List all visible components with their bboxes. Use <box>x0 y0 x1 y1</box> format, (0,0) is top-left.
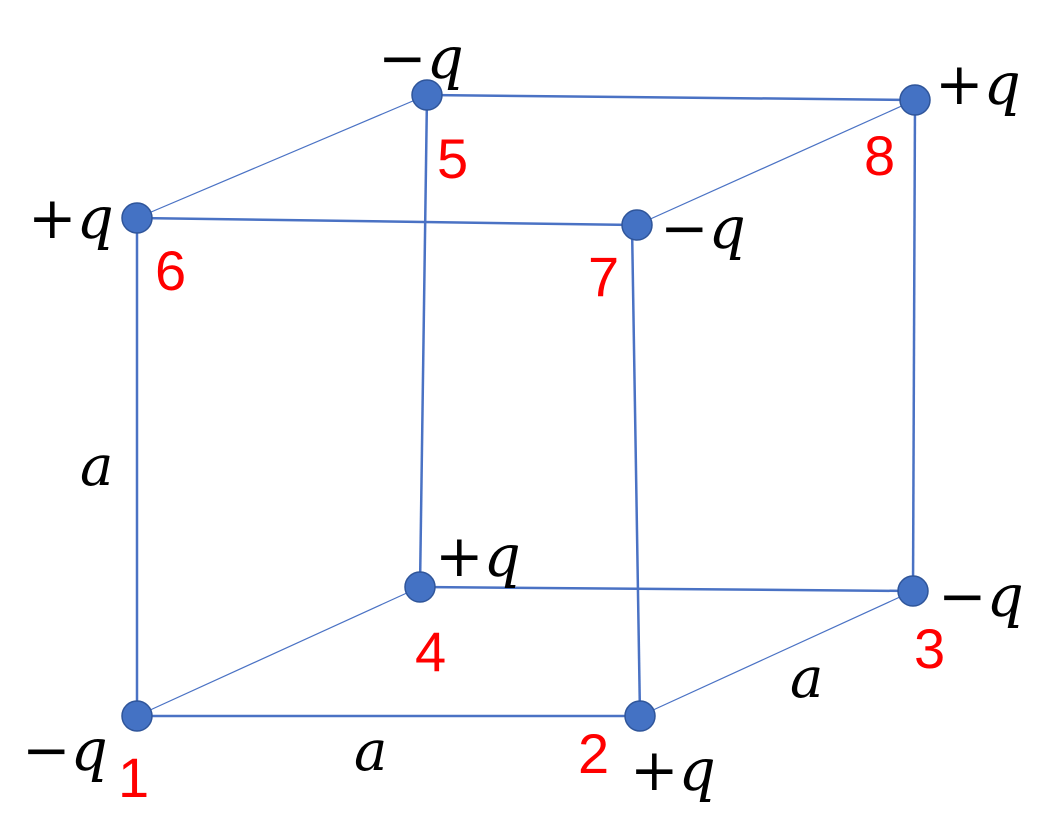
vertex-index-1: 1 <box>118 746 149 809</box>
vertex-2 <box>624 700 656 732</box>
vertex-index-3: 3 <box>914 617 945 680</box>
cube-vertices <box>121 79 931 732</box>
vertex-1 <box>121 700 153 732</box>
edge-4-5 <box>418 94 429 588</box>
charge-label-6: +q <box>28 184 114 252</box>
edge-7-8 <box>636 99 916 226</box>
vertex-index-8: 8 <box>864 124 895 187</box>
edge-2-3 <box>639 590 914 717</box>
vertex-index-5: 5 <box>437 127 468 190</box>
edge-2-7 <box>630 224 642 717</box>
vertex-index-4: 4 <box>415 620 446 683</box>
edge-length-vertical: a <box>80 434 113 499</box>
charge-label-8: +q <box>935 50 1021 118</box>
cube-edges <box>135 93 917 718</box>
edge-3-8 <box>911 99 917 592</box>
edge-6-7 <box>136 216 638 227</box>
edge-1-4 <box>136 586 421 717</box>
charge-label-4: +q <box>435 522 521 590</box>
edge-length-depth: a <box>790 646 823 711</box>
charge-label-3: −q <box>938 562 1024 630</box>
vertex-7 <box>621 209 653 241</box>
edge-5-8 <box>426 93 916 102</box>
vertex-index-6: 6 <box>155 239 186 302</box>
vertex-8 <box>899 84 931 116</box>
vertex-indices: 1 2 3 4 5 6 7 8 <box>118 124 945 809</box>
charge-label-5: −q <box>378 24 464 92</box>
edge-6-5 <box>136 94 428 219</box>
vertex-3 <box>897 575 929 607</box>
charge-label-1: −q <box>22 716 108 784</box>
vertex-index-7: 7 <box>588 245 619 308</box>
edge-4-3 <box>419 585 914 593</box>
charge-label-7: −q <box>660 194 746 262</box>
vertex-5 <box>411 79 443 111</box>
charge-label-2: +q <box>630 736 716 804</box>
vertex-6 <box>121 202 153 234</box>
edge-length-horizontal: a <box>354 719 387 784</box>
charge-labels: −q +q −q +q −q +q −q +q <box>22 24 1024 804</box>
edge-length-labels: a a a <box>80 434 823 784</box>
vertex-index-2: 2 <box>578 722 609 785</box>
vertex-4 <box>404 571 436 603</box>
